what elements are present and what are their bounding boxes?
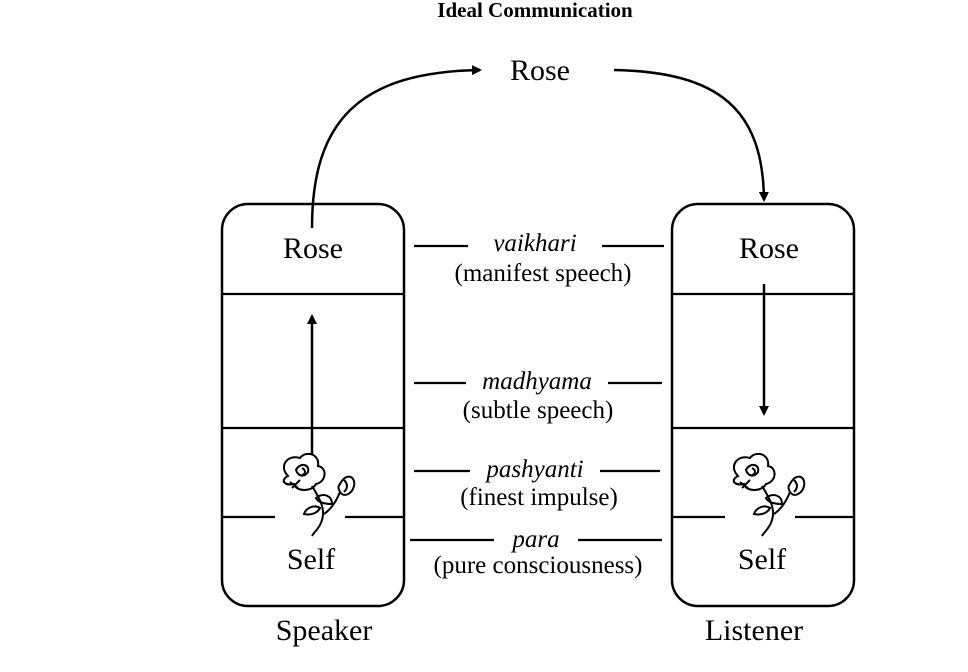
level-connectors — [410, 244, 664, 542]
speaker-rose-icon — [282, 452, 356, 537]
listener-top-word: Rose — [739, 232, 799, 265]
level-madhyama-name: madhyama — [482, 368, 592, 395]
listener-label: Listener — [704, 614, 804, 647]
level-vaikhari-gloss: (manifest speech) — [454, 260, 632, 287]
listener-self-label: Self — [737, 543, 787, 576]
rose-to-listener-arrow — [613, 68, 769, 202]
speaker-self-label: Self — [286, 543, 336, 576]
level-para-gloss: (pure consciousness) — [433, 552, 643, 579]
listener-column — [670, 202, 856, 608]
level-pashyanti-name: pashyanti — [486, 456, 584, 483]
level-pashyanti-gloss: (finest impulse) — [460, 484, 618, 511]
speaker-to-rose-arrow — [310, 65, 482, 229]
level-vaikhari-name: vaikhari — [493, 230, 577, 257]
transmitted-word: Rose — [510, 54, 570, 87]
listener-rose-icon — [732, 452, 806, 537]
speaker-label: Speaker — [275, 614, 373, 647]
diagram-title: Ideal Communication — [437, 0, 633, 22]
level-para-name: para — [512, 526, 560, 553]
level-madhyama-gloss: (subtle speech) — [462, 397, 614, 424]
speaker-top-word: Rose — [283, 232, 343, 265]
